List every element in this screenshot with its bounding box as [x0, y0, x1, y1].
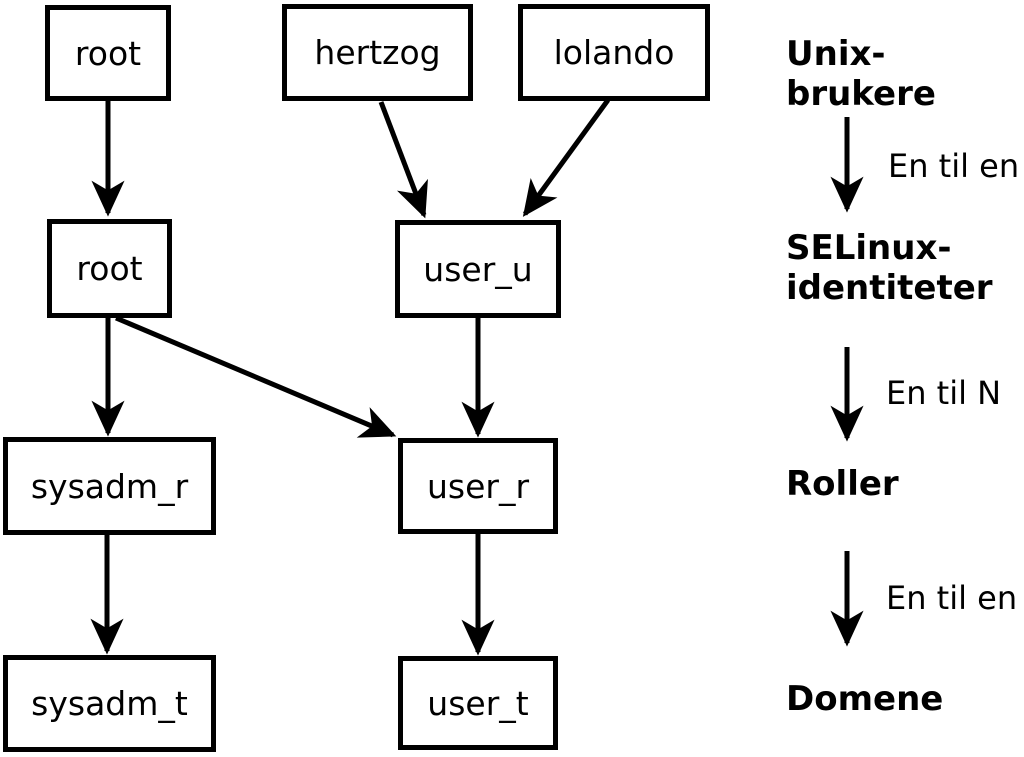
legend-level-domains: Domene — [786, 679, 944, 719]
node-selinux-identity-user-u: user_u — [395, 220, 561, 318]
legend-level-roles: Roller — [786, 464, 899, 504]
node-unix-user-lolando: lolando — [518, 4, 710, 101]
node-unix-user-hertzog: hertzog — [282, 4, 473, 101]
node-label: root — [76, 249, 143, 288]
node-label: hertzog — [314, 33, 441, 72]
legend-level-unix-users: Unix-brukere — [786, 34, 936, 114]
node-label: sysadm_t — [31, 684, 188, 723]
node-role-user-r: user_r — [398, 438, 558, 534]
node-role-sysadm-r: sysadm_r — [3, 437, 216, 535]
edge-hertzog-to-user-u-arrow — [378, 101, 428, 219]
node-unix-user-root: root — [45, 5, 171, 101]
legend-relation-one-to-one-2: En til en — [886, 579, 1018, 617]
node-selinux-identity-root: root — [47, 219, 172, 318]
node-label: user_t — [427, 683, 529, 723]
legend-relation-one-to-n: En til N — [886, 374, 1002, 412]
node-domain-sysadm-t: sysadm_t — [3, 655, 216, 752]
node-label: sysadm_r — [30, 466, 189, 506]
node-label: user_u — [423, 249, 533, 289]
edge-selinux-root-to-user-r-arrow — [115, 315, 397, 438]
legend-relation-one-to-one-1: En til en — [888, 147, 1020, 185]
node-label: root — [74, 33, 142, 73]
node-label: lolando — [553, 33, 675, 72]
node-label: user_r — [426, 466, 530, 506]
edge-lolando-to-user-u-arrow — [522, 98, 611, 217]
legend-level-selinux-identities: SELinux- identiteter — [786, 228, 993, 308]
node-domain-user-t: user_t — [398, 656, 558, 750]
